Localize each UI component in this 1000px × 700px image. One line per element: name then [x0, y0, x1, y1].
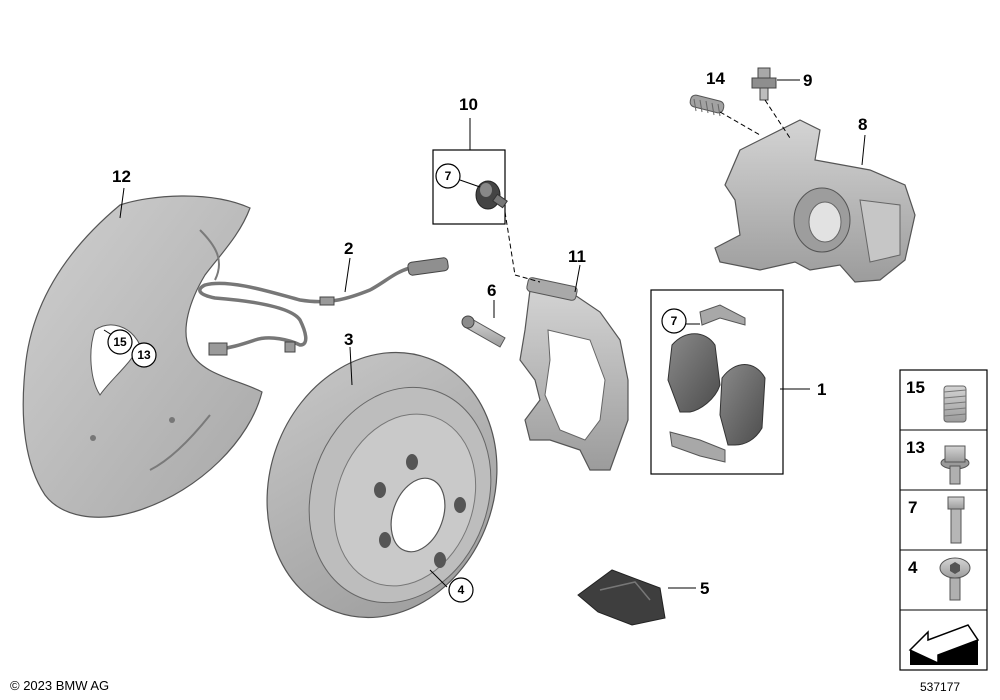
- legend-number-7: 7: [908, 498, 917, 517]
- circled-callouts: 7 7 15 13 4: [107, 163, 687, 603]
- hex-bolt-icon: [947, 496, 965, 544]
- circled-callout-13: 13: [137, 348, 151, 362]
- bleed-screw-part: [751, 67, 777, 101]
- legend-number-4: 4: [908, 558, 918, 577]
- diagram-id: 537177: [920, 680, 961, 694]
- callouts: 12 2 3 10 6 11 14 9 8 1 5: [112, 69, 867, 598]
- callout-14: 14: [706, 69, 725, 88]
- callout-11: 11: [568, 247, 586, 266]
- brake-caliper-part: [714, 119, 916, 283]
- caliper-carrier-part: [519, 277, 629, 471]
- arrow-icon: [908, 624, 980, 665]
- legend-number-13: 13: [906, 438, 925, 457]
- threaded-insert-icon: [943, 385, 967, 423]
- callout-6: 6: [487, 281, 496, 300]
- callout-8: 8: [858, 115, 867, 134]
- callout-12: 12: [112, 167, 131, 186]
- callout-2: 2: [344, 239, 353, 258]
- boot-kit-part: [432, 149, 508, 225]
- circled-callout-15: 15: [113, 335, 127, 349]
- callout-3: 3: [344, 330, 353, 349]
- copyright-text: © 2023 BMW AG: [10, 678, 110, 693]
- leader-lines: [103, 79, 866, 589]
- brake-pad-kit-part: [650, 289, 784, 475]
- legend-number-15: 15: [906, 378, 925, 397]
- callout-10: 10: [459, 95, 478, 114]
- callout-9: 9: [803, 71, 812, 90]
- circled-callout-7-boot: 7: [445, 169, 452, 183]
- hex-socket-bolt-icon: [939, 557, 971, 601]
- parts-legend: 15 13 7 4: [899, 369, 988, 671]
- brake-disc-part: [266, 351, 498, 619]
- circled-callout-4: 4: [458, 583, 465, 597]
- flange-bolt-icon: [940, 445, 970, 485]
- spring-part: [689, 94, 725, 117]
- circled-callout-7-pads: 7: [671, 314, 678, 328]
- wear-sensor-part: [198, 257, 449, 356]
- grease-sachet-part: [577, 569, 666, 626]
- callout-5: 5: [700, 579, 709, 598]
- guide-bolt-part: [461, 315, 506, 348]
- callout-1: 1: [817, 380, 826, 399]
- dashed-guide-lines: [504, 99, 791, 283]
